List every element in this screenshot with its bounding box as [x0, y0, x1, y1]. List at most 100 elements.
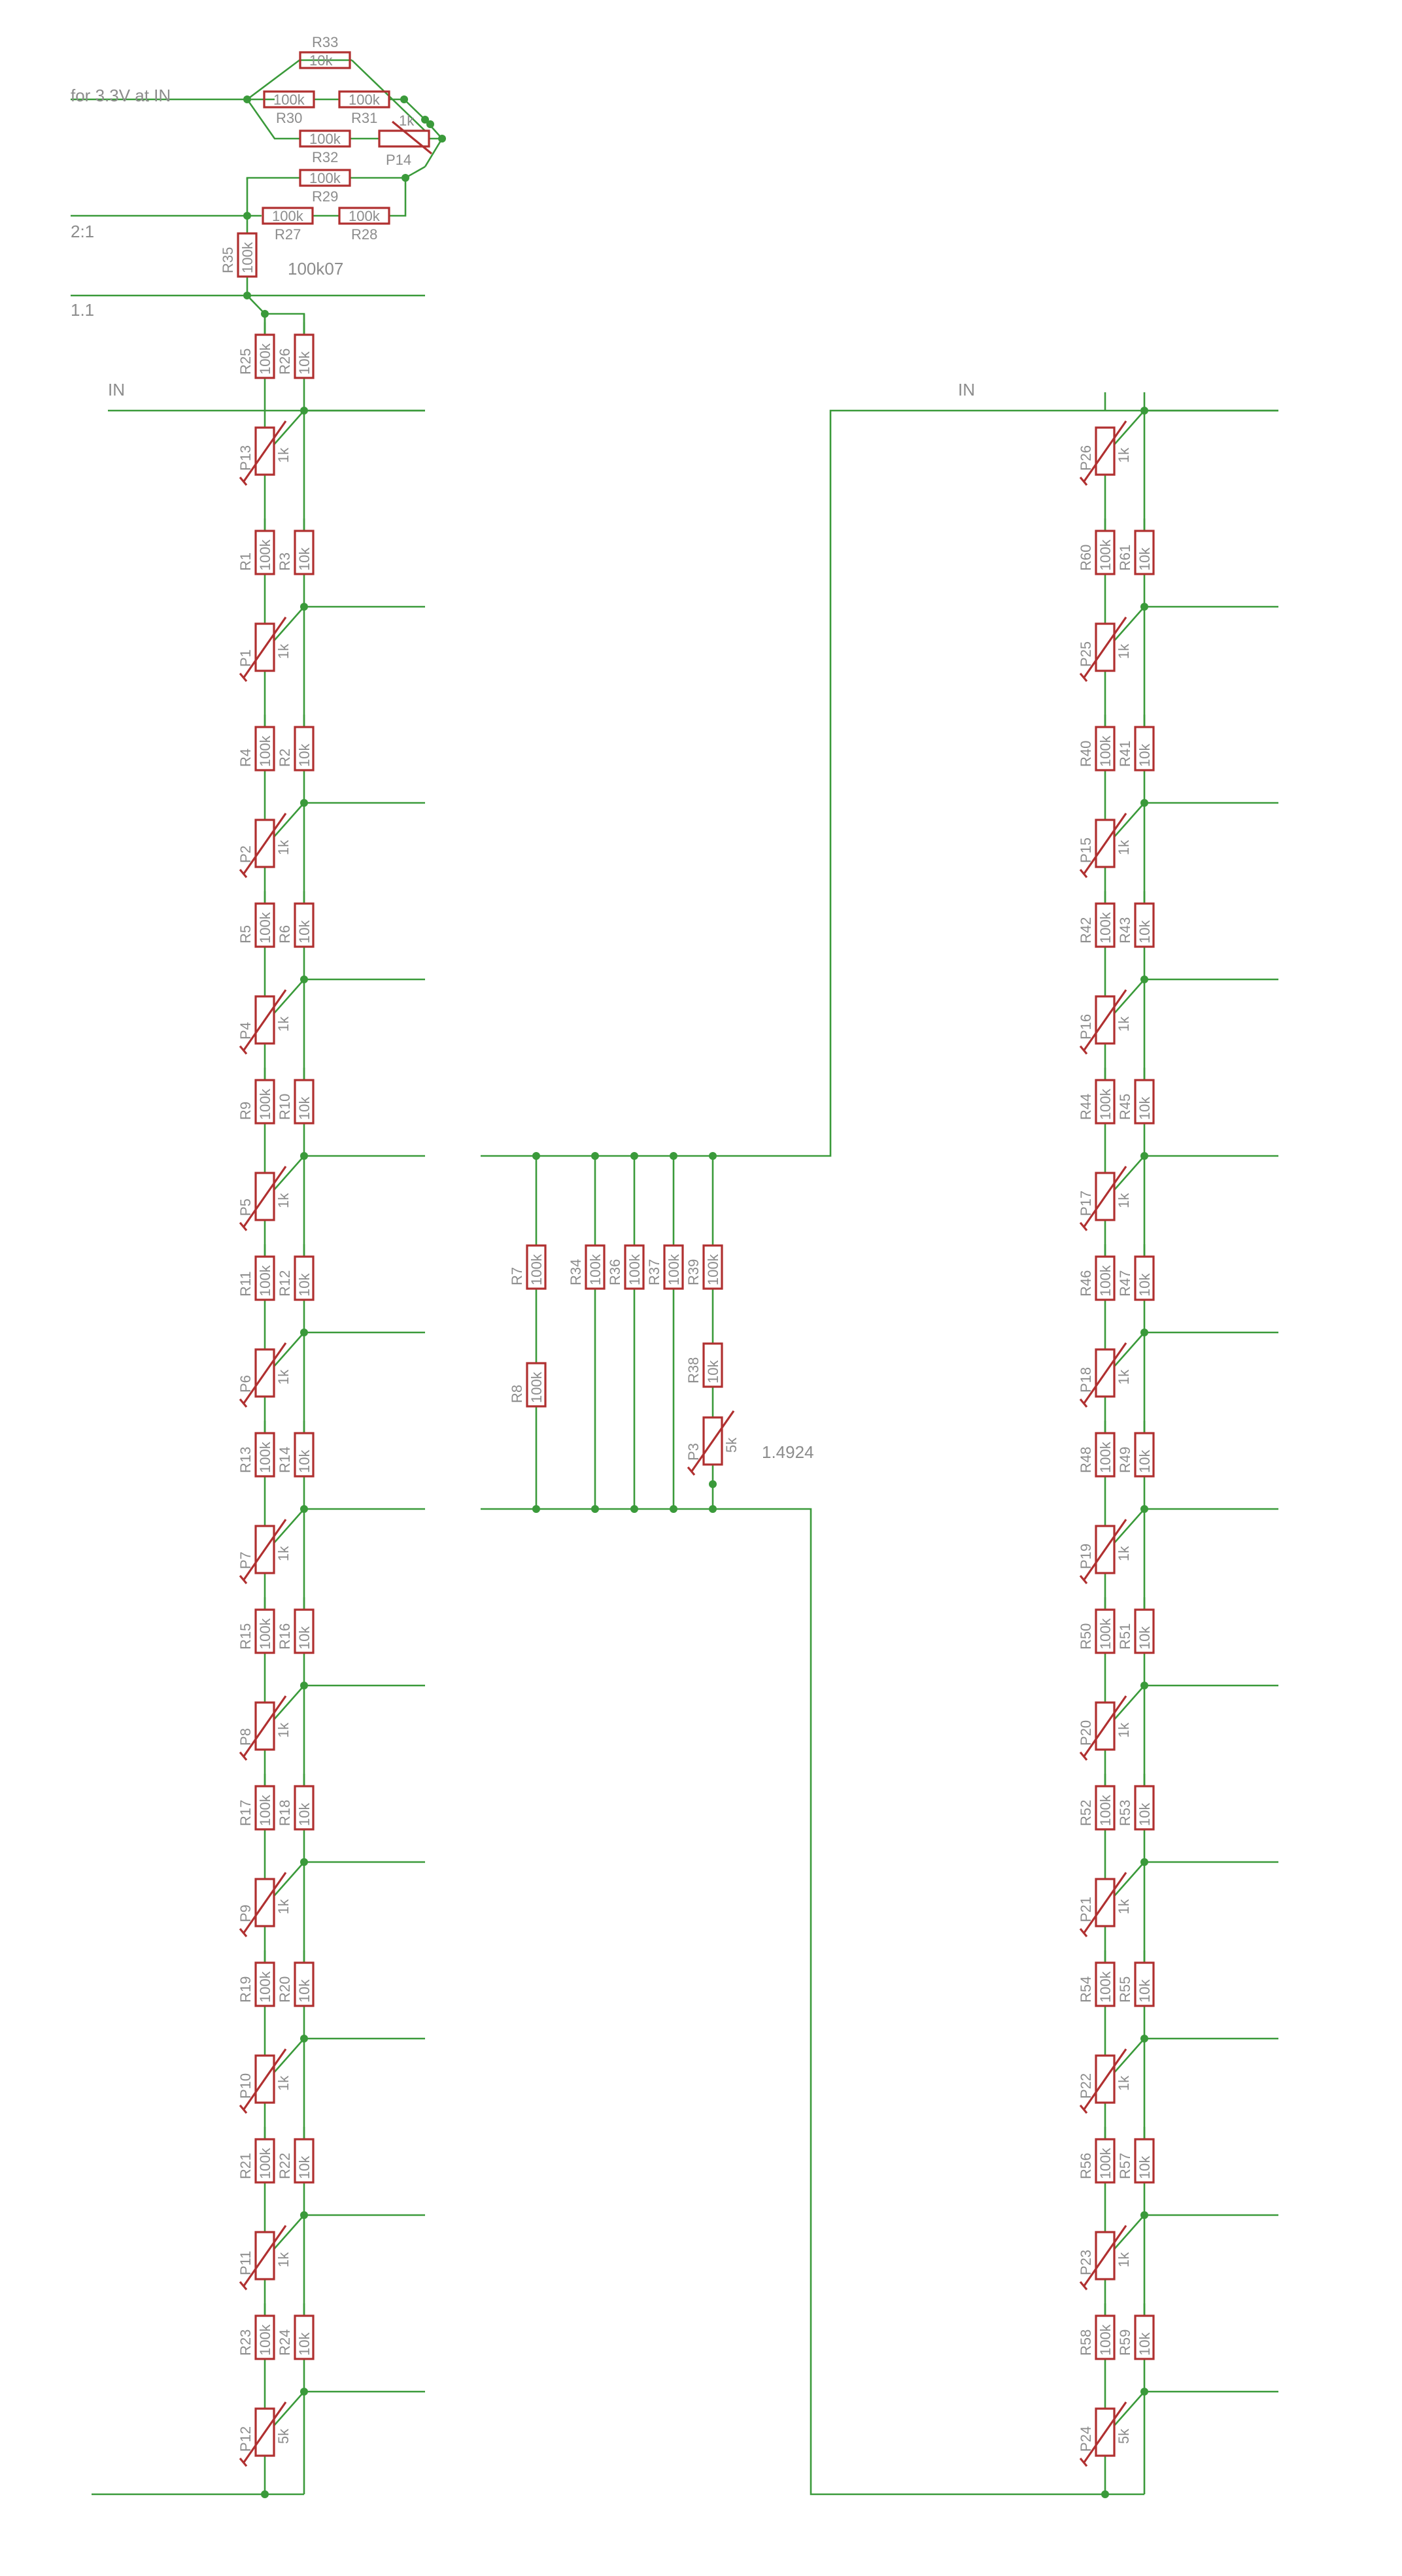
pot-arrow [1083, 1166, 1127, 1227]
junction-dot [630, 1505, 638, 1513]
wire [273, 1685, 305, 1720]
component-label: 5k [275, 2428, 292, 2444]
component-label: 100k [257, 911, 273, 943]
wire [273, 1155, 305, 1191]
component-label: 10k [1137, 2156, 1153, 2179]
component-label: 1k [275, 839, 292, 855]
resistor-R37 [663, 1244, 684, 1290]
potentiometer-P22 [1095, 2054, 1116, 2104]
pot-arrow [243, 1166, 287, 1227]
component-label: 100k [1097, 1794, 1114, 1826]
component-label: R20 [277, 1976, 293, 2003]
junction-dot [1140, 2388, 1148, 2396]
resistor-R36 [624, 1244, 645, 1290]
wire [403, 99, 426, 120]
component-label: 5k [1116, 2428, 1132, 2444]
component-label: 1k [275, 1899, 292, 1914]
pot-arrow-tip [1079, 1751, 1088, 1761]
component-label: P9 [237, 1905, 254, 1922]
pot-arrow [1083, 1342, 1127, 1404]
component-label: 100k [239, 241, 256, 273]
resistor-R16 [294, 1608, 315, 1654]
wire [273, 1508, 305, 1544]
component-label: R56 [1078, 2153, 1094, 2179]
resistor-R30 [263, 90, 315, 109]
component-label: 1k [275, 2075, 292, 2091]
component-label: P22 [1078, 2073, 1094, 2099]
resistor-R20 [294, 1961, 315, 2007]
junction-dot [1140, 1152, 1148, 1160]
component-label: R24 [277, 2330, 293, 2356]
resistor-R29 [299, 169, 351, 187]
pot-arrow [1083, 2401, 1127, 2463]
wire [273, 410, 305, 445]
component-label: P16 [1078, 1014, 1094, 1040]
component-label: 10k [1137, 743, 1153, 767]
component-label: R17 [237, 1800, 254, 1826]
junction-dot [243, 95, 251, 103]
wire [481, 409, 1278, 1157]
junction-dot [261, 310, 269, 318]
potentiometer-P13 [254, 426, 275, 476]
wire [273, 2038, 305, 2073]
component-label: R31 [351, 110, 377, 126]
resistor-R4 [254, 726, 275, 771]
component-label: 100k [309, 131, 341, 147]
component-label: 100k [257, 2324, 273, 2356]
pot-arrow [243, 2048, 287, 2110]
wire [350, 165, 426, 179]
component-label: 100k [1097, 911, 1114, 943]
resistor-R44 [1095, 1079, 1116, 1125]
pot-arrow-tip [239, 672, 248, 683]
component-label: 1k [1116, 1016, 1132, 1032]
component-label: P10 [237, 2073, 254, 2099]
junction-dot [300, 2035, 308, 2042]
resistor-R1 [254, 530, 275, 575]
component-label: 100k [309, 170, 341, 186]
resistor-R32 [299, 129, 351, 148]
junction-dot [1140, 1682, 1148, 1689]
pot-arrow-tip [1079, 2280, 1088, 2291]
junction-dot [1140, 407, 1148, 415]
component-label: R35 [220, 247, 236, 273]
pot-arrow [1083, 989, 1127, 1051]
potentiometer-P6 [254, 1348, 275, 1398]
pot-arrow-tip [239, 2104, 248, 2114]
junction-dot [670, 1152, 677, 1160]
component-label: R55 [1117, 1976, 1133, 2003]
component-label: R32 [312, 149, 338, 165]
pot-arrow [243, 1342, 287, 1404]
junction-dot [591, 1505, 599, 1513]
component-label: R21 [237, 2153, 254, 2179]
component-label: 10k [1137, 1096, 1153, 1120]
component-label: 10k [309, 52, 333, 69]
junction-dot [243, 292, 251, 299]
wire [389, 178, 407, 217]
component-label: R7 [509, 1267, 525, 1285]
component-label: P11 [237, 2250, 254, 2275]
junction-dot [300, 2211, 308, 2219]
component-label: P26 [1078, 445, 1094, 471]
component-label: 1k [275, 1722, 292, 1738]
wire [273, 2391, 305, 2426]
component-label: R19 [237, 1976, 254, 2003]
resistor-R11 [254, 1255, 275, 1301]
component-label: 100k [1097, 539, 1114, 571]
component-label: 10k [296, 743, 313, 767]
component-label: 100k [705, 1253, 721, 1285]
component-label: R11 [237, 1271, 254, 1296]
junction-dot [438, 135, 446, 143]
junction-dot [261, 2490, 269, 2498]
potentiometer-P17 [1095, 1172, 1116, 1221]
component-label: R59 [1117, 2330, 1133, 2356]
component-label: P1 [237, 649, 254, 667]
junction-dot [1140, 1505, 1148, 1513]
component-label: R54 [1078, 1976, 1094, 2003]
junction-layer [243, 95, 1148, 2498]
junction-dot [300, 1858, 308, 1866]
component-label: 1k [275, 447, 292, 463]
resistor-R58 [1095, 2314, 1116, 2360]
wire [273, 979, 305, 1014]
pot-arrow-tip [1079, 672, 1088, 683]
component-label: R18 [277, 1800, 293, 1826]
